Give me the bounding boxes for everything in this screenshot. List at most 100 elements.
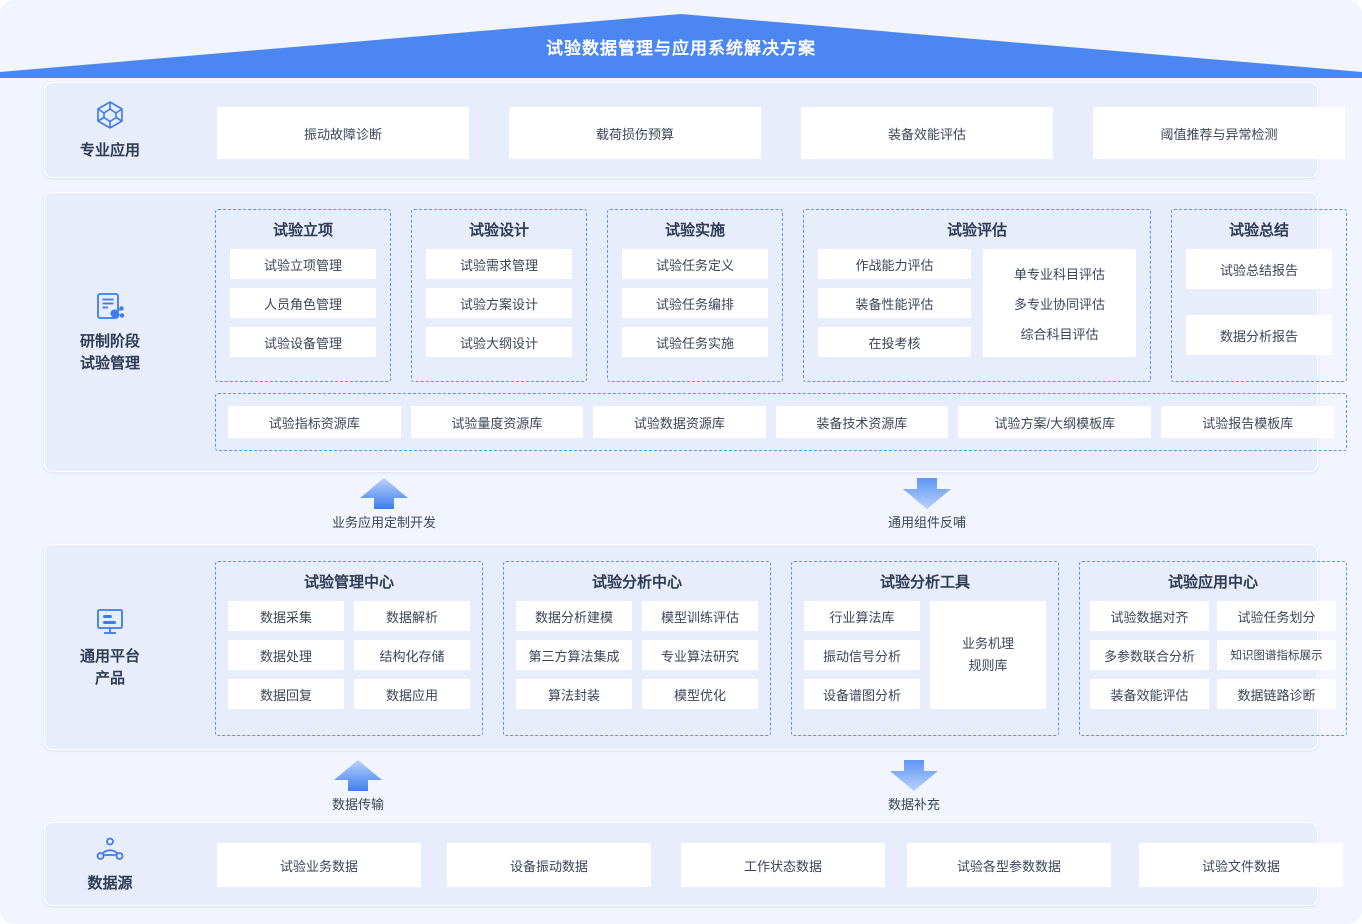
card-datasource-3[interactable]: 试验各型参数数据: [907, 843, 1111, 887]
row-development-label: 研制阶段 试验管理: [80, 331, 140, 375]
card-app-right-1[interactable]: 知识图谱指标展示: [1217, 640, 1336, 670]
card-tools-right-tall[interactable]: 业务机理 规则库: [930, 601, 1046, 709]
row-datasource-label-block: 数据源: [45, 823, 175, 905]
group-test-analysis-tools-title: 试验分析工具: [879, 574, 970, 591]
card-analysis-right-1[interactable]: 专业算法研究: [642, 640, 758, 670]
group-test-initiation-title: 试验立项: [272, 222, 333, 239]
row-professional-label-block: 专业应用: [45, 83, 175, 177]
card-professional-3[interactable]: 阈值推荐与异常检测: [1093, 107, 1345, 159]
row-platform-label-line2: 产品: [94, 670, 125, 687]
card-mgmt-right-0[interactable]: 数据解析: [354, 601, 470, 631]
page-title: 试验数据管理与应用系统解决方案: [546, 39, 816, 58]
group-test-design-title: 试验设计: [468, 222, 529, 239]
card-implementation-0[interactable]: 试验任务定义: [622, 249, 768, 279]
group-test-analysis-tools: 试验分析工具 行业算法库 振动信号分析 设备谱图分析 业务机理 规则库: [791, 561, 1059, 736]
card-resource-0[interactable]: 试验指标资源库: [228, 406, 401, 438]
card-datasource-0[interactable]: 试验业务数据: [217, 843, 421, 887]
group-test-summary-title: 试验总结: [1228, 222, 1289, 239]
card-app-right-0[interactable]: 试验任务划分: [1217, 601, 1336, 631]
row-platform-label-line1: 通用平台: [79, 648, 140, 665]
card-mgmt-left-2[interactable]: 数据回复: [228, 679, 344, 709]
group-resource-libraries: 试验指标资源库 试验量度资源库 试验数据资源库 装备技术资源库 试验方案/大纲模…: [215, 393, 1347, 451]
banner: 试验数据管理与应用系统解决方案: [0, 0, 1362, 78]
card-design-2[interactable]: 试验大纲设计: [426, 327, 572, 357]
arrow-down-component: 通用组件反哺: [888, 476, 966, 531]
card-evaluation-left-1[interactable]: 装备性能评估: [818, 288, 971, 318]
cube-diamond-icon: [93, 98, 127, 132]
row-development-label-block: 研制阶段 试验管理: [45, 193, 175, 471]
card-design-1[interactable]: 试验方案设计: [426, 288, 572, 318]
row-datasource-label: 数据源: [87, 875, 133, 892]
card-implementation-2[interactable]: 试验任务实施: [622, 327, 768, 357]
card-app-left-1[interactable]: 多参数联合分析: [1090, 640, 1209, 670]
card-evaluation-left-0[interactable]: 作战能力评估: [818, 249, 971, 279]
arrow-down-datasupplement-label: 数据补充: [888, 797, 941, 812]
arrow-down-icon: [890, 760, 938, 791]
card-initiation-2[interactable]: 试验设备管理: [230, 327, 376, 357]
row-data-source: 数据源 试验业务数据 设备振动数据 工作状态数据 试验各型参数数据 试验文件数据: [44, 822, 1343, 906]
card-analysis-left-2[interactable]: 算法封装: [516, 679, 632, 709]
card-resource-2[interactable]: 试验数据资源库: [593, 406, 766, 438]
row-platform-label: 通用平台 产品: [80, 646, 140, 690]
row-development-label-line1: 研制阶段: [79, 333, 140, 350]
document-analysis-icon: [93, 289, 127, 323]
card-mgmt-right-2[interactable]: 数据应用: [354, 679, 470, 709]
monitor-icon: [93, 604, 127, 638]
card-analysis-right-0[interactable]: 模型训练评估: [642, 601, 758, 631]
card-resource-3[interactable]: 装备技术资源库: [775, 406, 949, 438]
card-professional-1[interactable]: 载荷损伤预算: [509, 107, 761, 159]
card-mgmt-left-1[interactable]: 数据处理: [228, 640, 344, 670]
card-evaluation-right-0: 单专业科目评估: [1013, 266, 1105, 282]
card-initiation-1[interactable]: 人员角色管理: [230, 288, 376, 318]
group-test-analysis-center: 试验分析中心 数据分析建模 第三方算法集成 算法封装 模型训练评估 专业算法研究…: [503, 561, 771, 736]
card-evaluation-left-2[interactable]: 在投考核: [818, 327, 971, 357]
card-mgmt-right-1[interactable]: 结构化存储: [354, 640, 470, 670]
card-datasource-2[interactable]: 工作状态数据: [681, 843, 885, 887]
card-initiation-0[interactable]: 试验立项管理: [230, 249, 376, 279]
card-app-left-2[interactable]: 装备效能评估: [1090, 679, 1209, 709]
group-test-design: 试验设计 试验需求管理 试验方案设计 试验大纲设计: [411, 209, 587, 382]
card-resource-4[interactable]: 试验方案/大纲模板库: [958, 406, 1152, 438]
arrow-down-icon: [903, 478, 951, 509]
group-test-analysis-center-title: 试验分析中心: [591, 574, 682, 591]
card-implementation-1[interactable]: 试验任务编排: [622, 288, 768, 318]
group-test-summary: 试验总结 试验总结报告 数据分析报告: [1171, 209, 1347, 382]
card-design-0[interactable]: 试验需求管理: [426, 249, 572, 279]
arrow-up-icon: [360, 478, 408, 509]
network-nodes-icon: [94, 833, 126, 865]
card-summary-1[interactable]: 数据分析报告: [1186, 315, 1332, 355]
group-test-application-center-title: 试验应用中心: [1167, 574, 1258, 591]
card-evaluation-right-group[interactable]: 单专业科目评估 多专业协同评估 综合科目评估: [983, 249, 1136, 357]
card-resource-1[interactable]: 试验量度资源库: [410, 406, 584, 438]
card-summary-0[interactable]: 试验总结报告: [1186, 249, 1332, 289]
group-test-implementation-title: 试验实施: [664, 222, 725, 239]
arrow-up-datatransfer-label: 数据传输: [332, 797, 385, 812]
row-professional-label: 专业应用: [79, 142, 140, 159]
card-analysis-left-1[interactable]: 第三方算法集成: [516, 640, 632, 670]
card-analysis-left-0[interactable]: 数据分析建模: [516, 601, 632, 631]
card-professional-2[interactable]: 装备效能评估: [801, 107, 1053, 159]
card-datasource-1[interactable]: 设备振动数据: [447, 843, 651, 887]
card-mgmt-left-0[interactable]: 数据采集: [228, 601, 344, 631]
card-resource-5[interactable]: 试验报告模板库: [1161, 406, 1334, 438]
arrow-up-business-label: 业务应用定制开发: [332, 515, 437, 530]
card-tools-left-1[interactable]: 振动信号分析: [804, 640, 920, 670]
banner-shape: [0, 14, 1362, 78]
card-datasource-4[interactable]: 试验文件数据: [1139, 843, 1343, 887]
card-app-left-0[interactable]: 试验数据对齐: [1090, 601, 1209, 631]
group-test-implementation: 试验实施 试验任务定义 试验任务编排 试验任务实施: [607, 209, 783, 382]
row-platform-products: 通用平台 产品 试验管理中心 数据采集 数据处理 数据回复 数据解析 结构化存储…: [44, 544, 1347, 750]
arrow-down-component-label: 通用组件反哺: [888, 515, 967, 530]
card-tools-left-0[interactable]: 行业算法库: [804, 601, 920, 631]
row-development-label-line2: 试验管理: [79, 355, 140, 372]
group-test-management-center-title: 试验管理中心: [303, 574, 394, 591]
group-test-evaluation-title: 试验评估: [946, 222, 1007, 239]
card-evaluation-right-1: 多专业协同评估: [1013, 296, 1105, 312]
row-development-stage-management: 研制阶段 试验管理 试验立项 试验立项管理 人员角色管理 试验设备管理 试验设计…: [44, 192, 1347, 472]
card-analysis-right-2[interactable]: 模型优化: [642, 679, 758, 709]
group-test-management-center: 试验管理中心 数据采集 数据处理 数据回复 数据解析 结构化存储 数据应用: [215, 561, 483, 736]
card-app-right-2[interactable]: 数据链路诊断: [1217, 679, 1336, 709]
card-tools-left-2[interactable]: 设备谱图分析: [804, 679, 920, 709]
card-professional-0[interactable]: 振动故障诊断: [217, 107, 469, 159]
